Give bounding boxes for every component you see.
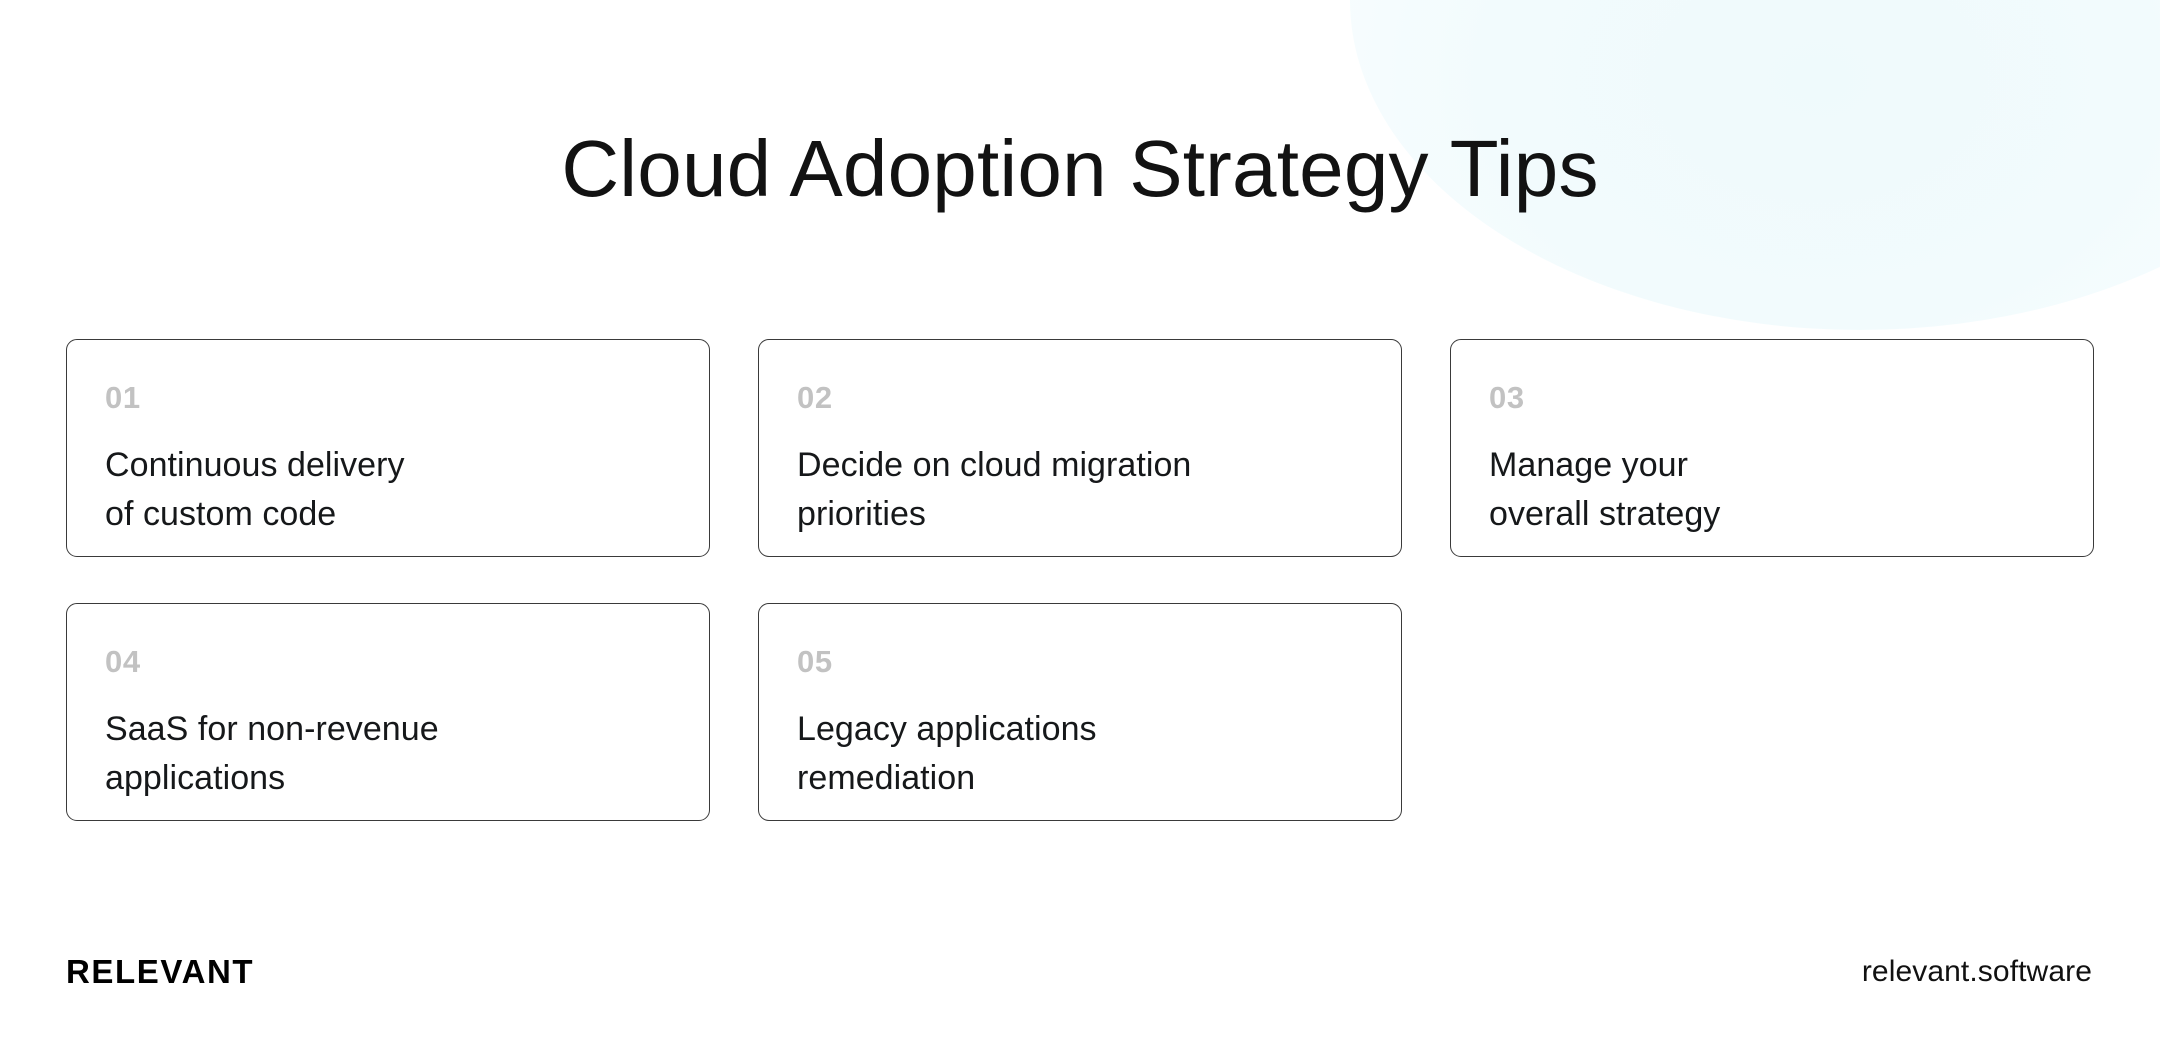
page-title: Cloud Adoption Strategy Tips xyxy=(561,123,1599,213)
brand-logo: RELEVANT xyxy=(66,953,255,990)
slide-footer: RELEVANT relevant.software xyxy=(66,955,2092,1050)
tip-text-04: SaaS for non-revenue applications xyxy=(105,710,439,797)
site-url-label: relevant.software xyxy=(1861,955,2092,988)
tip-text-03: Manage your overall strategy xyxy=(1489,446,1721,533)
tip-text-05: Legacy applications remediation xyxy=(797,710,1097,797)
tip-card-01[interactable]: 01 Continuous delivery of custom code xyxy=(66,339,710,557)
tip-card-04[interactable]: 04 SaaS for non-revenue applications xyxy=(66,603,710,821)
tip-number-03: 03 xyxy=(1489,380,1525,415)
tip-card-03[interactable]: 03 Manage your overall strategy xyxy=(1450,339,2094,557)
tip-text-02: Decide on cloud migration priorities xyxy=(797,446,1192,533)
tips-card-grid: 01 Continuous delivery of custom code 02… xyxy=(66,339,2094,821)
tip-number-05: 05 xyxy=(797,644,833,679)
tip-number-02: 02 xyxy=(797,380,833,415)
tip-number-04: 04 xyxy=(105,644,141,679)
tip-card-05[interactable]: 05 Legacy applications remediation xyxy=(758,603,1402,821)
tip-card-02[interactable]: 02 Decide on cloud migration priorities xyxy=(758,339,1402,557)
tip-number-01: 01 xyxy=(105,380,141,415)
tip-text-01: Continuous delivery of custom code xyxy=(105,446,405,533)
